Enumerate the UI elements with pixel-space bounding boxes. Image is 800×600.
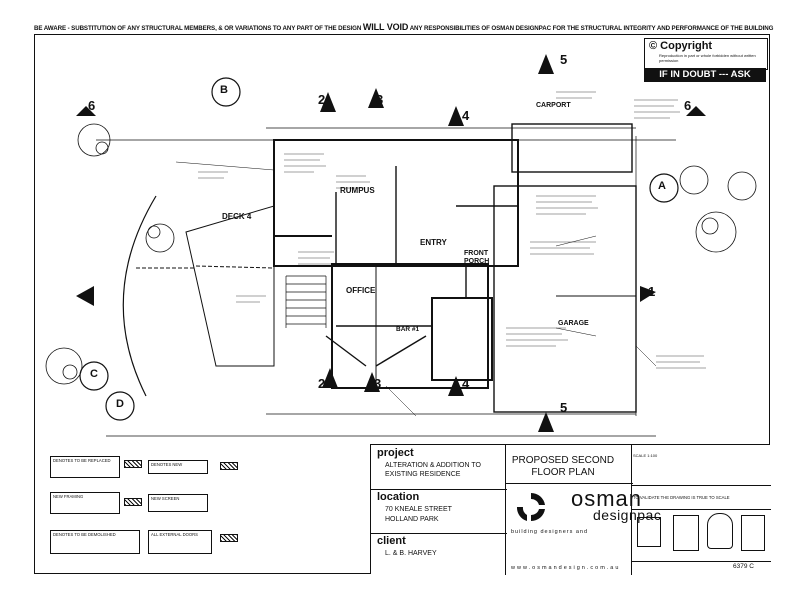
legend-item-new: DENOTES NEW [148, 460, 208, 474]
warning-text-after: ANY RESPONSIBILITIES OF OSMAN DESIGNPAC … [409, 25, 774, 32]
tree-symbols [45, 123, 757, 385]
legend-swatch [124, 460, 142, 468]
location-label: location [377, 491, 420, 503]
osman-website: www.osmandesign.com.au [511, 565, 621, 571]
client-value: L. & B. HARVEY [385, 550, 437, 557]
annotation-scribbles [198, 91, 706, 369]
room-label-carport: CARPORT [536, 102, 571, 109]
elevation-marker-d: D [116, 398, 124, 410]
copyright-title: © Copyright [649, 40, 713, 52]
curved-boundary [122, 195, 157, 397]
stairs [285, 275, 327, 328]
elevation-marker-a: A [658, 180, 666, 192]
association-logo-2 [673, 515, 699, 551]
legend-item-framing: NEW FRAMING [50, 492, 120, 514]
room-label-rumpus: RUMPUS [340, 186, 375, 195]
floor-plan-drawing [45, 54, 757, 437]
elevation-marker-c: C [90, 368, 98, 380]
association-logo-1 [637, 517, 661, 547]
section-marker-5-bottom: 5 [560, 400, 568, 415]
osman-logo-subtext: designpac [593, 507, 662, 523]
legend-swatch [220, 534, 238, 542]
osman-logo-text: osman [571, 486, 643, 511]
section-marker-3-bottom: 3 [374, 376, 382, 391]
client-label: client [377, 535, 406, 547]
warning-emphasis: WILL VOID [362, 22, 409, 32]
warning-text-before: BE AWARE - SUBSTITUTION OF ANY STRUCTURA… [34, 25, 362, 32]
section-marker-4-top: 4 [462, 108, 470, 123]
section-marker-5-top: 5 [560, 52, 568, 67]
room-label-front-porch: FRONT PORCH [464, 250, 490, 265]
plan-title: PROPOSED SECOND FLOOR PLAN [511, 455, 615, 478]
room-label-entry: ENTRY [420, 238, 447, 247]
carport-outline [511, 123, 633, 173]
copyright-box: © Copyright Reproduction in part or whol… [644, 38, 768, 70]
location-street: 70 KNEALE STREET [385, 506, 452, 513]
association-logo-4 [741, 515, 765, 551]
section-marker-6-right: 6 [684, 98, 692, 113]
room-label-deck: DECK 4 [222, 212, 252, 221]
legend-item-replaced: DENOTES TO BE REPLACED [50, 456, 120, 478]
garage-outline [493, 185, 637, 413]
association-logo-3 [707, 513, 733, 549]
legend-item-screen: NEW SCREEN [148, 494, 208, 512]
section-marker-3-top: 3 [376, 92, 384, 107]
legend-item-demolished: DENOTES TO BE DEMOLISHED [50, 530, 140, 554]
elevation-marker-b: B [220, 84, 228, 96]
project-value: ALTERATION & ADDITION TO EXISTING RESIDE… [385, 462, 481, 478]
section-marker-6-left: 6 [88, 98, 96, 113]
wc-block [431, 297, 493, 381]
section-marker-4-bottom: 4 [462, 376, 470, 391]
room-label-bar: BAR #1 [396, 326, 420, 333]
copyright-text: Reproduction in part or whole forbidden … [659, 53, 756, 63]
room-label-garage: GARAGE [558, 320, 589, 327]
section-marker-1: 1 [648, 284, 656, 299]
project-label: project [377, 447, 414, 459]
verify-scale-text: TO VALIDATE THE DRAWING IS TRUE TO SCALE [633, 495, 730, 500]
scale-text: SCALE 1:100 [633, 453, 658, 458]
design-warning-banner: BE AWARE - SUBSTITUTION OF ANY STRUCTURA… [34, 22, 794, 32]
section-marker-2-bottom: 2 [318, 376, 326, 391]
upper-wall-block [273, 139, 519, 267]
title-block: project ALTERATION & ADDITION TO EXISTIN… [370, 444, 771, 575]
legend-swatch [124, 498, 142, 506]
deck-outline [185, 205, 275, 367]
drawing-number: 6379 C [733, 563, 754, 570]
legend-item-doors: ALL EXTERNAL DOORS [148, 530, 212, 554]
location-suburb: HOLLAND PARK [385, 516, 439, 523]
legend-swatch [220, 462, 238, 470]
osman-tagline: building designers and [511, 529, 589, 535]
section-marker-2-top: 2 [318, 92, 326, 107]
if-in-doubt-banner: IF IN DOUBT --- ASK [644, 68, 766, 82]
osman-logo-mark [516, 492, 545, 522]
room-label-office: OFFICE [346, 286, 376, 295]
